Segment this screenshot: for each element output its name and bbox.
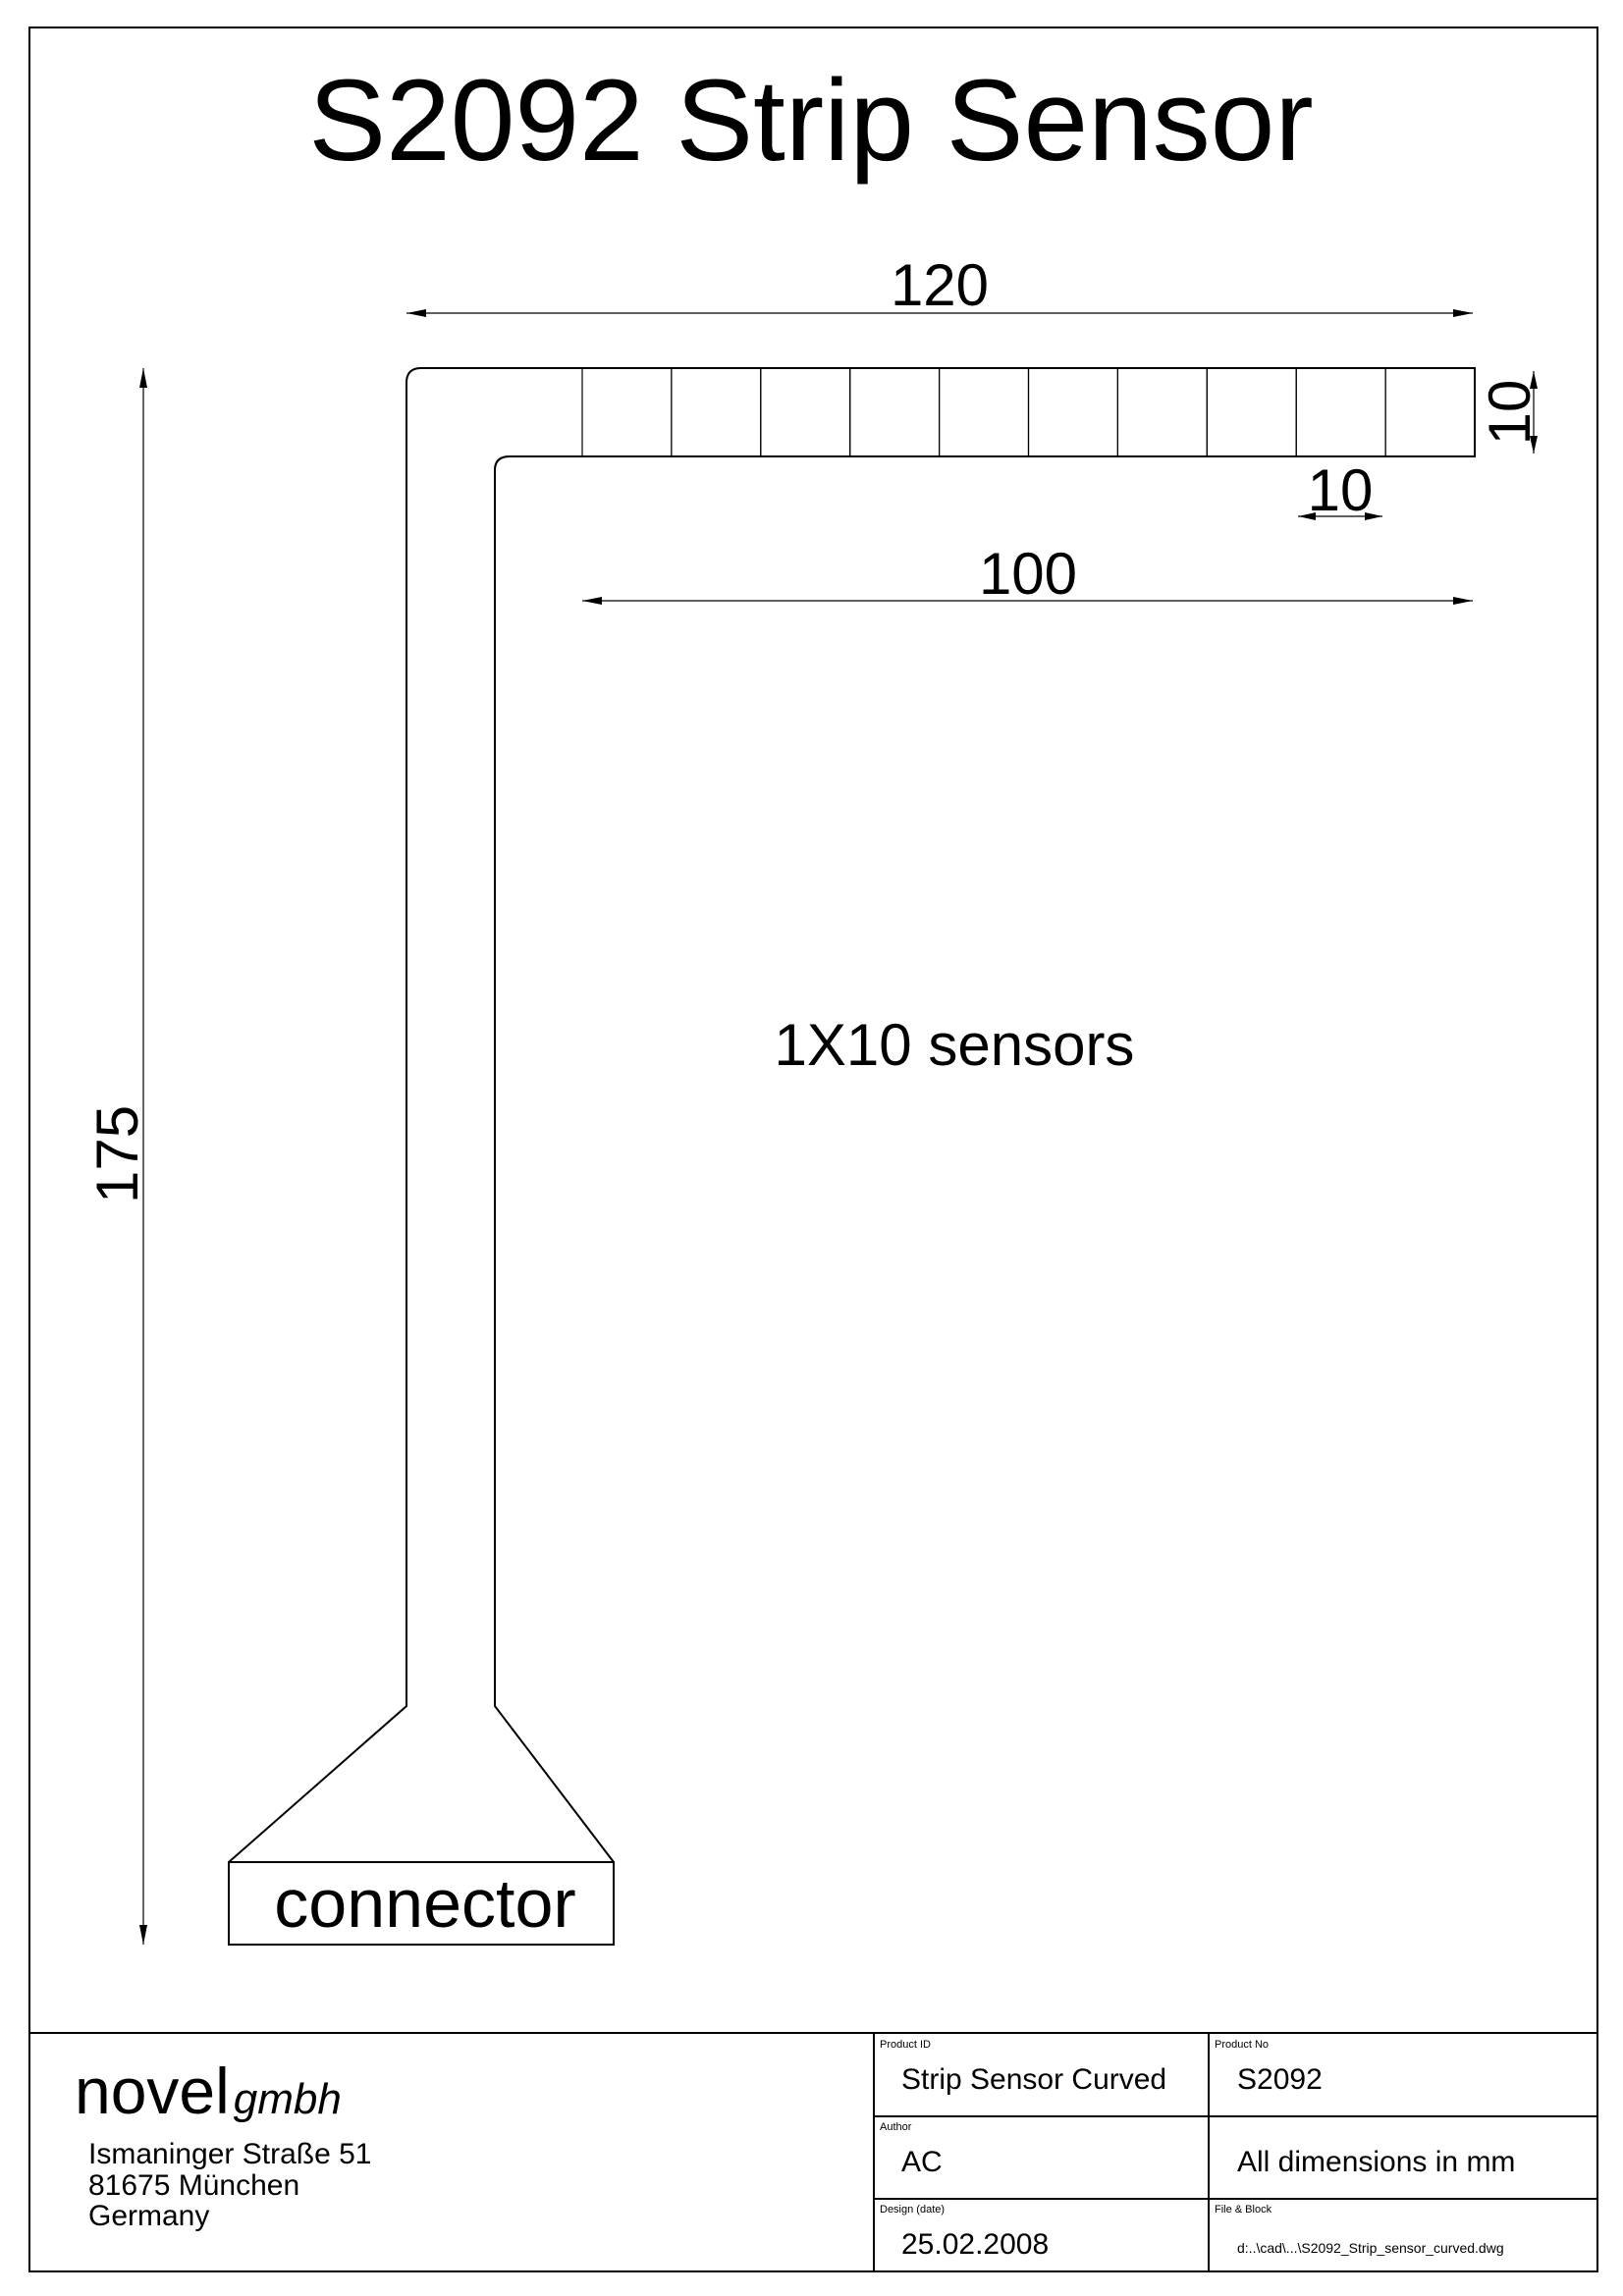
author-value: AC: [901, 2146, 943, 2178]
dimension-cell-width-label: 10: [1308, 457, 1374, 523]
author-label: Author: [880, 2121, 912, 2133]
dimension-strip-height: 10: [1477, 371, 1542, 454]
dimension-total-height: 175: [84, 368, 150, 1945]
company-logo: novelgmbh: [75, 2055, 342, 2127]
product-no-label: Product No: [1215, 2039, 1269, 2051]
drawing-frame: [28, 27, 1598, 2272]
sensor-cell: [581, 367, 673, 457]
dimension-total-height-label: 175: [84, 1105, 150, 1203]
product-id-label: Product ID: [880, 2039, 931, 2051]
sensor-cell: [1116, 367, 1208, 457]
sensor-cell: [938, 367, 1030, 457]
sensor-cell: [1295, 367, 1386, 457]
product-no-value: S2092: [1237, 2063, 1323, 2096]
dimension-sensor-span: 100: [582, 541, 1473, 607]
design-date-value: 25.02.2008: [901, 2228, 1049, 2261]
file-block-value: d:..\cad\...\S2092_Strip_sensor_curved.d…: [1237, 2240, 1504, 2256]
units-note: All dimensions in mm: [1237, 2146, 1515, 2178]
sensor-cell: [1027, 367, 1119, 457]
drawing-title: S2092 Strip Sensor: [308, 56, 1313, 186]
sensor-outline: [228, 367, 1476, 1946]
sensor-cell: [849, 367, 941, 457]
sensor-note: 1X10 sensors: [775, 1012, 1135, 1078]
dimension-total-width-label: 120: [891, 252, 989, 318]
address-line-3: Germany: [88, 2200, 209, 2232]
sensor-cell: [1206, 367, 1297, 457]
address-line-2: 81675 München: [88, 2169, 299, 2202]
dimension-total-width: 120: [406, 252, 1473, 318]
sensor-cell: [671, 367, 762, 457]
sensor-cells: [581, 367, 1476, 457]
product-id-value: Strip Sensor Curved: [901, 2063, 1166, 2096]
dimension-strip-height-label: 10: [1477, 380, 1542, 446]
connector-label: connector: [274, 1865, 575, 1942]
dimension-cell-width: 10: [1298, 457, 1382, 523]
file-block-label: File & Block: [1215, 2204, 1272, 2216]
address-line-1: Ismaninger Straße 51: [88, 2138, 371, 2170]
sensor-cell: [1384, 367, 1476, 457]
sensor-cell: [760, 367, 851, 457]
dimension-sensor-span-label: 100: [979, 541, 1077, 607]
title-block: novelgmbh Ismaninger Straße 51 81675 Mün…: [29, 2032, 1597, 2271]
design-date-label: Design (date): [880, 2204, 945, 2216]
